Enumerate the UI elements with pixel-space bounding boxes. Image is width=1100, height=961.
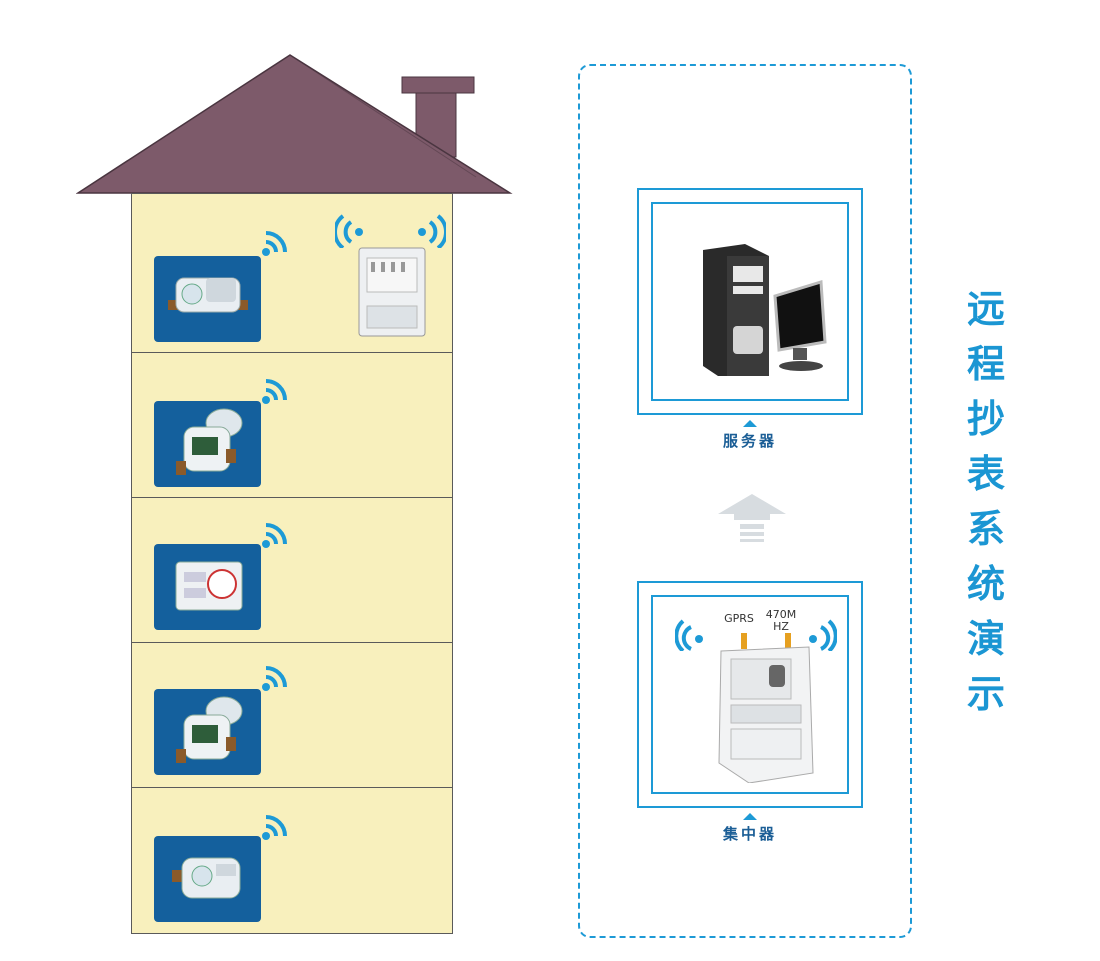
chimney-cap [401, 76, 475, 94]
water-meter-icon [154, 544, 261, 630]
title-char: 系 [966, 507, 1005, 551]
concentrator-label: 集中器 [637, 813, 863, 844]
wifi-icon [262, 666, 287, 691]
system-panel [578, 64, 912, 938]
floor-2 [131, 352, 453, 498]
floor-5 [131, 787, 453, 934]
page-title: 远 程 抄 表 系 统 演 示 [956, 282, 1016, 722]
concentrator-box-inner: GPRS 470M HZ [651, 595, 849, 794]
title-char: 演 [966, 617, 1005, 661]
house-roof [76, 54, 513, 194]
wifi-right-icon [809, 619, 837, 651]
up-triangle-icon [743, 813, 757, 820]
server-label-text: 服务器 [722, 432, 777, 450]
floor-3 [131, 497, 453, 643]
server-label: 服务器 [637, 420, 863, 451]
freq-label-1: 470M [765, 608, 797, 621]
wifi-icon [262, 523, 287, 548]
computer-icon [703, 244, 827, 376]
title-char: 统 [966, 562, 1005, 606]
up-triangle-icon [743, 420, 757, 427]
concentrator-icon [718, 633, 814, 783]
wifi-right-icon [418, 214, 446, 248]
wifi-icon [262, 379, 287, 404]
title-char: 示 [966, 672, 1005, 716]
wifi-left-icon [675, 619, 703, 651]
up-arrow-icon [718, 494, 786, 542]
gprs-label: GPRS [724, 612, 754, 625]
title-char: 抄 [966, 397, 1005, 441]
floor-4 [131, 642, 453, 788]
server-box-inner [651, 202, 849, 401]
water-meter-icon [154, 689, 261, 775]
title-char: 程 [966, 342, 1005, 386]
server-box [637, 188, 863, 415]
wifi-left-icon [335, 214, 363, 248]
water-meter-icon [154, 401, 261, 487]
title-char: 远 [966, 287, 1005, 331]
freq-label-2: HZ [773, 620, 789, 633]
wifi-icon [262, 815, 287, 840]
concentrator-box: GPRS 470M HZ [637, 581, 863, 808]
water-meter-icon [154, 256, 261, 342]
wifi-icon [262, 231, 287, 256]
concentrator-label-text: 集中器 [722, 825, 777, 843]
water-meter-icon [154, 836, 261, 922]
floor-1 [131, 193, 453, 353]
title-char: 表 [966, 452, 1005, 496]
concentrator-icon [357, 246, 427, 338]
